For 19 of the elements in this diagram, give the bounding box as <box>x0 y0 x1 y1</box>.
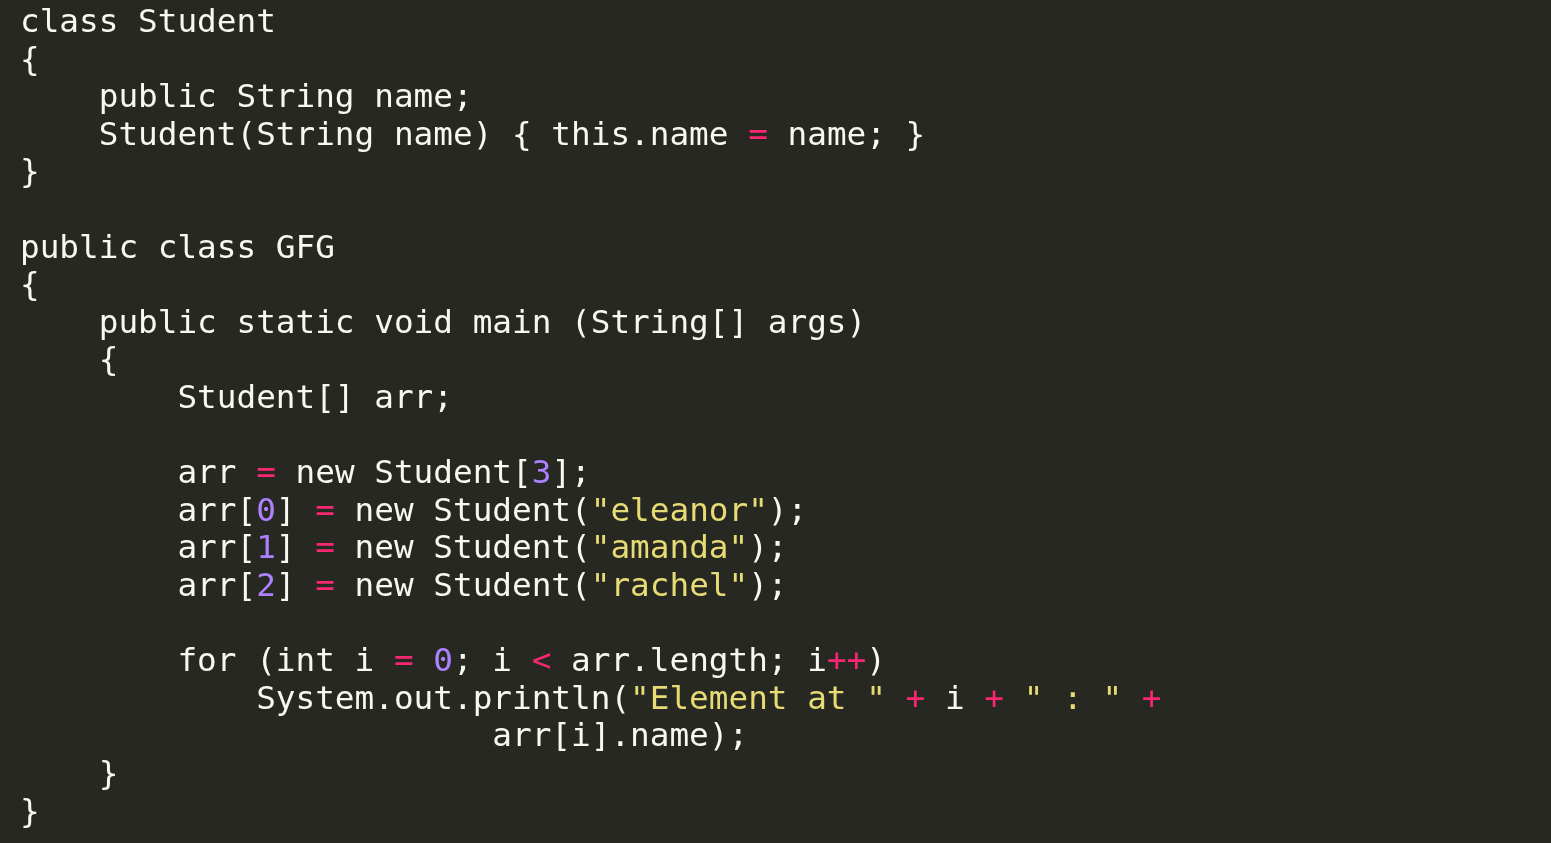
code-line: arr[i].name); <box>491 716 749 755</box>
code-line: arr[2] = new Student("rachel"); <box>176 566 788 604</box>
code-line: class Student <box>20 2 276 40</box>
code-line: { <box>97 340 119 379</box>
code-line: arr[0] = new Student("eleanor"); <box>176 490 808 529</box>
code-line: Student(String name) { this.name = name; } <box>97 114 926 153</box>
code-line: arr = new Student[3]; <box>176 453 591 492</box>
code-line: System.out.println("Element at " + i + " : " + <box>255 678 1162 717</box>
code-line: } <box>20 791 40 830</box>
code-line: { <box>20 265 40 304</box>
code-line: public class GFG <box>20 227 335 266</box>
code-line: for (int i = 0; i < arr.length; i++) <box>176 641 886 680</box>
code-line: arr[1] = new Student("amanda"); <box>176 528 788 567</box>
code-line: { <box>20 39 40 78</box>
code-line: public static void main (String[] args) <box>97 302 867 341</box>
code-line: Student[] arr; <box>176 378 453 416</box>
code-line: public String name; <box>97 77 473 116</box>
code-line: } <box>97 754 119 792</box>
code-line: } <box>20 152 40 191</box>
